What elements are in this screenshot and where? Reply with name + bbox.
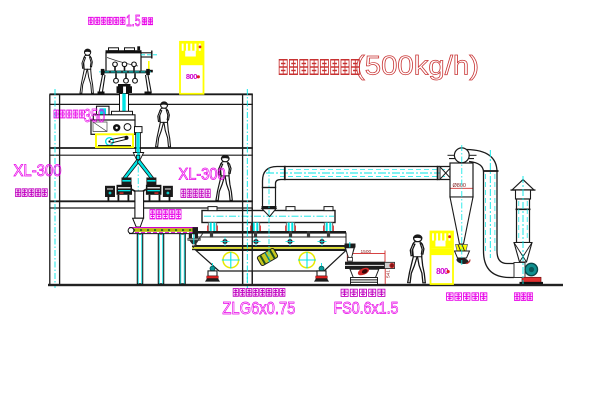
svg-text:ZLG6x0.75: ZLG6x0.75 (222, 298, 295, 318)
svg-text:XL-300: XL-300 (14, 161, 62, 180)
svg-text:350: 350 (84, 106, 105, 126)
svg-text:(500kg/h): (500kg/h) (355, 51, 479, 81)
svg-text:XL-300: XL-300 (179, 165, 226, 183)
svg-text:Ø800: Ø800 (453, 183, 466, 189)
svg-text:1.5: 1.5 (126, 13, 141, 30)
svg-text:1500: 1500 (361, 249, 372, 255)
svg-text:FS0.6x1.5: FS0.6x1.5 (334, 299, 399, 318)
svg-text:800: 800 (436, 267, 449, 276)
svg-text:541: 541 (386, 270, 392, 278)
svg-text:800: 800 (186, 72, 197, 81)
